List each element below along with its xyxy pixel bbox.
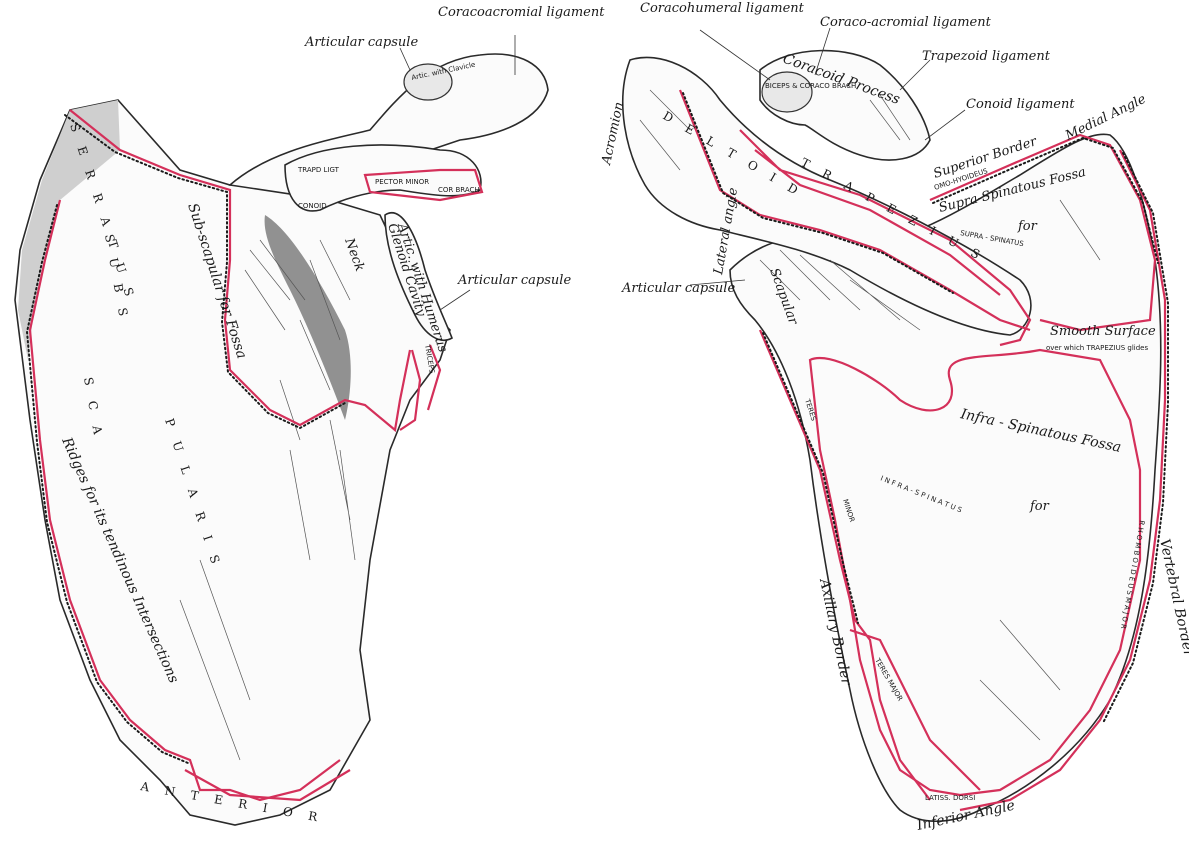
right-trapezius-attachment [739,129,1032,347]
right-teres-attachment [758,329,981,801]
left-neck-shadow [264,215,351,420]
label-coraco-acromial-ligament: Coraco-acromial ligament [820,15,992,30]
left-glenoid-cavity [384,212,453,341]
label-articular-capsule-top: Articular capsule [304,35,418,50]
right-infraspinatus-attachment [808,348,1142,797]
right-scapula-body [729,133,1162,823]
label-trapd-ligt: TRAPD LIGT [297,166,340,174]
label-coracoacromial-ligament-1: Coracoacromial ligament [438,5,605,20]
label-articular-capsule-side: Articular capsule [457,273,571,288]
right-scapula-view: Coracohumeral ligament Coraco-acromial l… [599,1,1189,834]
left-leader-capsule-top [399,47,411,71]
right-hatching [639,89,1101,741]
right-leader-capsule [689,279,746,286]
right-leader-coracohumeral [699,29,771,81]
left-serratus-strip [18,100,120,360]
label-for-2: for [1029,499,1050,514]
label-conoid: CONOID [298,202,327,210]
left-triceps-attachment [399,344,442,431]
right-leader-trapezoid [899,59,931,91]
right-biceps-facet [761,71,813,113]
label-for-1: for [1017,219,1038,234]
right-rhomboideus-attachment [959,149,1167,812]
label-acromion: Acromion [599,101,627,167]
left-scapula-view: Coracoacromial ligament Articular capsul… [14,5,605,826]
left-leader-capsule-side [439,289,471,311]
left-clavicle-facet [403,63,453,101]
label-smooth-surface: Smooth Surface [1050,324,1156,339]
right-acromion [621,56,1032,336]
left-coracoid-hook [284,144,482,212]
label-vertebral-border: Vertebral Border [1156,538,1189,660]
label-biceps-coraco-brach: BICEPS & CORACO BRACH [765,82,856,90]
right-leader-conoid [924,109,966,141]
right-leader-coraco-acromial [814,27,831,76]
label-trapezoid-ligament: Trapezoid ligament [922,49,1051,64]
left-hatching [179,239,356,761]
label-articular-capsule: Articular capsule [621,281,735,296]
right-deltoid-attachment [678,89,1031,332]
label-over-which: over which TRAPEZIUS glides [1046,344,1148,352]
left-subscapularis-dots [25,114,346,764]
label-conoid-ligament: Conoid ligament [966,97,1075,112]
right-attachment-dots [682,92,1169,724]
left-anterior-strip [184,769,351,802]
label-latiss-dorsi: LATISS. DORSI [925,794,975,802]
label-pector-minor: PECTOR MINOR [375,178,429,186]
left-coracoid-attachment [363,168,484,202]
label-coracohumeral-ligament: Coracohumeral ligament [640,1,805,16]
label-cor-brach: COR BRACH [438,186,480,194]
right-supraspinatus-attachment [929,133,1157,332]
